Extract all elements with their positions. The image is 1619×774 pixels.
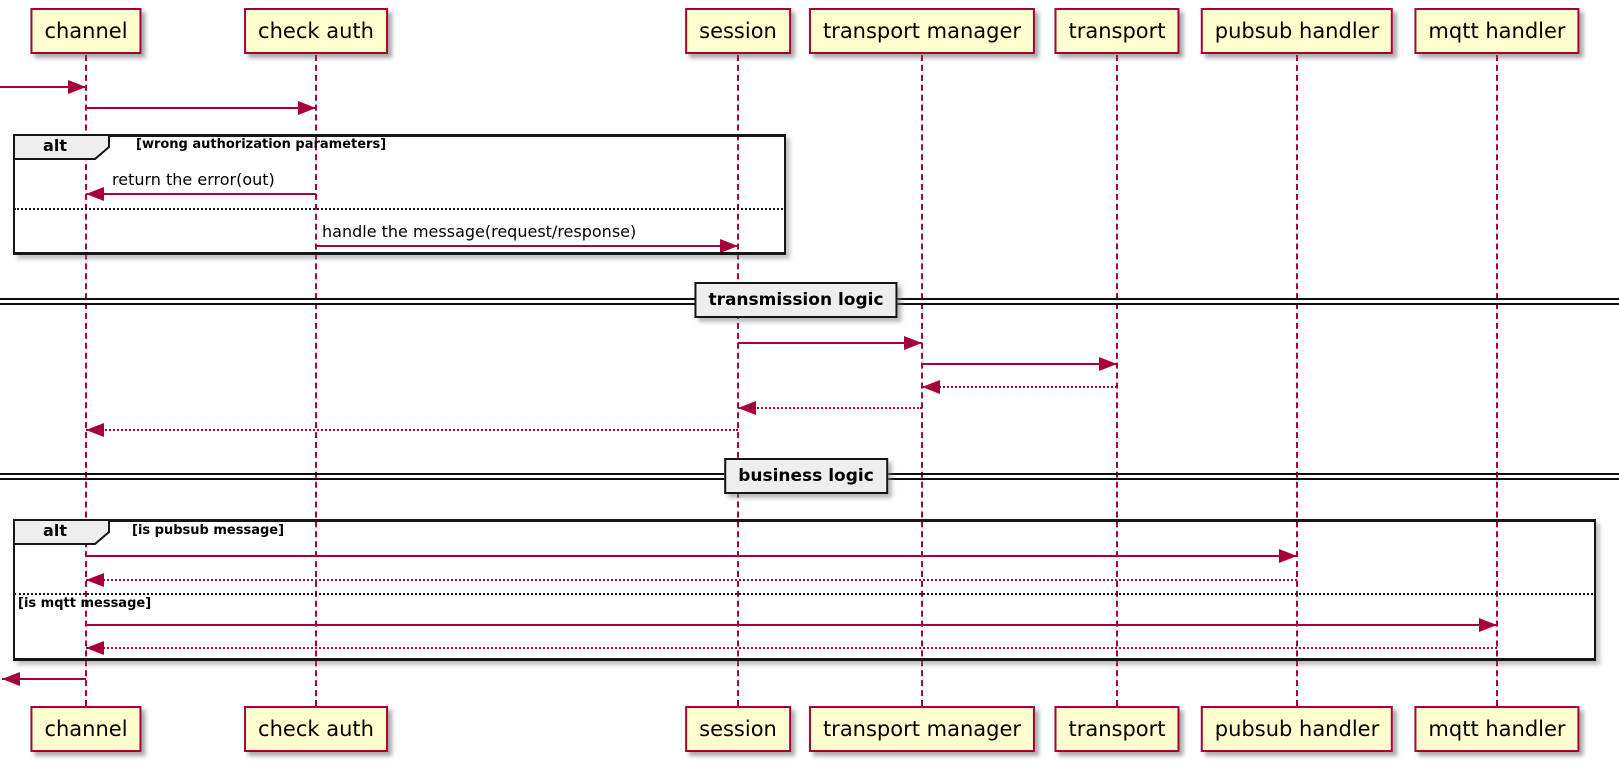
message-line — [86, 624, 1497, 626]
participant-box-top-session: session — [685, 8, 791, 54]
arrowhead-right-icon — [1099, 357, 1117, 371]
fragment-operator-label: alt — [43, 136, 67, 155]
message-line — [922, 363, 1117, 365]
message-line — [2, 678, 86, 680]
fragment-condition: [is pubsub message] — [132, 523, 285, 538]
message-line — [86, 193, 316, 195]
participant-box-bottom-transport: transport — [1054, 706, 1180, 752]
lifeline-transport — [1116, 55, 1118, 706]
message-line — [86, 555, 1297, 557]
arrowhead-left-icon — [86, 423, 104, 437]
message-line — [922, 386, 1117, 388]
participant-box-top-pubsub-handler: pubsub handler — [1200, 8, 1394, 54]
arrowhead-right-icon — [68, 80, 86, 94]
lifeline-pubsub-handler — [1296, 55, 1298, 706]
fragment-else-divider — [14, 593, 1593, 595]
section-divider-label: transmission logic — [694, 282, 898, 318]
arrowhead-left-icon — [86, 187, 104, 201]
section-divider-label: business logic — [724, 458, 888, 494]
lifeline-mqtt-handler — [1496, 55, 1498, 706]
lifeline-session — [737, 55, 739, 706]
alt-fragment: alt — [13, 519, 1596, 661]
message-line — [86, 579, 1297, 581]
lifeline-check-auth — [315, 55, 317, 706]
participant-box-bottom-pubsub-handler: pubsub handler — [1200, 706, 1394, 752]
arrowhead-right-icon — [904, 336, 922, 350]
fragment-header-pentagon — [13, 134, 111, 165]
fragment-header-pentagon — [13, 519, 111, 550]
participant-box-bottom-channel: channel — [30, 706, 142, 752]
arrowhead-left-icon — [922, 380, 940, 394]
participant-box-top-mqtt-handler: mqtt handler — [1414, 8, 1580, 54]
arrowhead-left-icon — [86, 641, 104, 655]
arrowhead-right-icon — [1279, 549, 1297, 563]
participant-box-bottom-mqtt-handler: mqtt handler — [1414, 706, 1580, 752]
fragment-else-divider — [14, 208, 783, 210]
arrowhead-left-icon — [86, 573, 104, 587]
message-line — [0, 86, 86, 88]
fragment-operator-label: alt — [43, 521, 67, 540]
message-line — [738, 342, 922, 344]
lifeline-channel — [85, 55, 87, 706]
participant-box-top-channel: channel — [30, 8, 142, 54]
participant-box-top-check-auth: check auth — [244, 8, 388, 54]
arrowhead-right-icon — [1479, 618, 1497, 632]
message-line — [316, 245, 738, 247]
alt-fragment: alt — [13, 134, 786, 255]
fragment-condition: [wrong authorization parameters] — [136, 137, 387, 152]
message-line — [86, 429, 738, 431]
arrowhead-right-icon — [298, 101, 316, 115]
fragment-condition: [is mqtt message] — [18, 596, 152, 611]
message-line — [86, 647, 1497, 649]
participant-box-bottom-check-auth: check auth — [244, 706, 388, 752]
arrowhead-left-icon — [738, 401, 756, 415]
message-label: return the error(out) — [112, 170, 275, 189]
participant-box-top-transport: transport — [1054, 8, 1180, 54]
arrowhead-right-icon — [720, 239, 738, 253]
message-line — [738, 407, 922, 409]
participant-box-bottom-transport-manager: transport manager — [808, 706, 1036, 752]
message-label: handle the message(request/response) — [322, 222, 637, 241]
message-line — [86, 107, 316, 109]
participant-box-top-transport-manager: transport manager — [808, 8, 1036, 54]
arrowhead-left-icon — [2, 672, 20, 686]
participant-box-bottom-session: session — [685, 706, 791, 752]
